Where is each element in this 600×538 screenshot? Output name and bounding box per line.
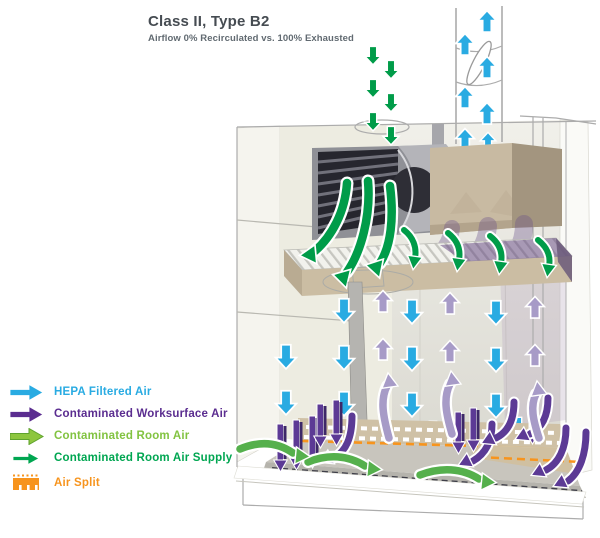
legend-item-contaminated-room-air: Contaminated Room Air	[10, 425, 232, 447]
grille-bar-arrow	[466, 407, 481, 453]
legend-item-contaminated-room-air-supply: Contaminated Room Air Supply	[10, 447, 232, 469]
orange-hatched-block-icon	[10, 474, 46, 492]
exhaust-duct	[432, 6, 503, 150]
page-title: Class II, Type B2	[148, 13, 270, 30]
legend-item-air-split: Air Split	[10, 472, 232, 494]
exhaust-plenum	[430, 143, 562, 235]
supply-inlet-ring	[354, 119, 410, 135]
airflow-legend: HEPA Filtered Air Contaminated Worksurfa…	[10, 381, 232, 494]
legend-item-contaminated-worksurface-air: Contaminated Worksurface Air	[10, 403, 232, 425]
header: Class II, Type B2 Airflow 0% Recirculate…	[148, 13, 354, 44]
blue-right-arrow-icon	[10, 383, 46, 401]
room-air-inflow-arrows	[234, 437, 498, 496]
worksurface	[233, 418, 587, 508]
legend-label: Air Split	[54, 477, 100, 489]
legend-label: Contaminated Room Air Supply	[54, 452, 233, 464]
dark-green-right-arrow-icon	[10, 451, 46, 466]
filter-supply-curved-arrows	[298, 174, 558, 292]
page-subtitle: Airflow 0% Recirculated vs. 100% Exhaust…	[148, 33, 354, 44]
front-sill	[233, 465, 587, 505]
legend-label: Contaminated Worksurface Air	[54, 408, 228, 420]
purple-right-arrow-icon	[10, 405, 46, 423]
legend-label: HEPA Filtered Air	[54, 386, 152, 398]
air-split-line-right	[477, 455, 583, 464]
air-split-line-rear	[301, 439, 479, 448]
worksurface-air-arrows	[273, 369, 592, 495]
light-green-right-arrow-icon	[10, 427, 46, 445]
legend-item-hepa-filtered-air: HEPA Filtered Air	[10, 381, 232, 403]
blower-inlet	[391, 167, 437, 213]
legend-label: Contaminated Room Air	[54, 430, 190, 442]
grille-bar-arrow	[329, 399, 344, 447]
grille-bar-arrow	[313, 403, 328, 449]
